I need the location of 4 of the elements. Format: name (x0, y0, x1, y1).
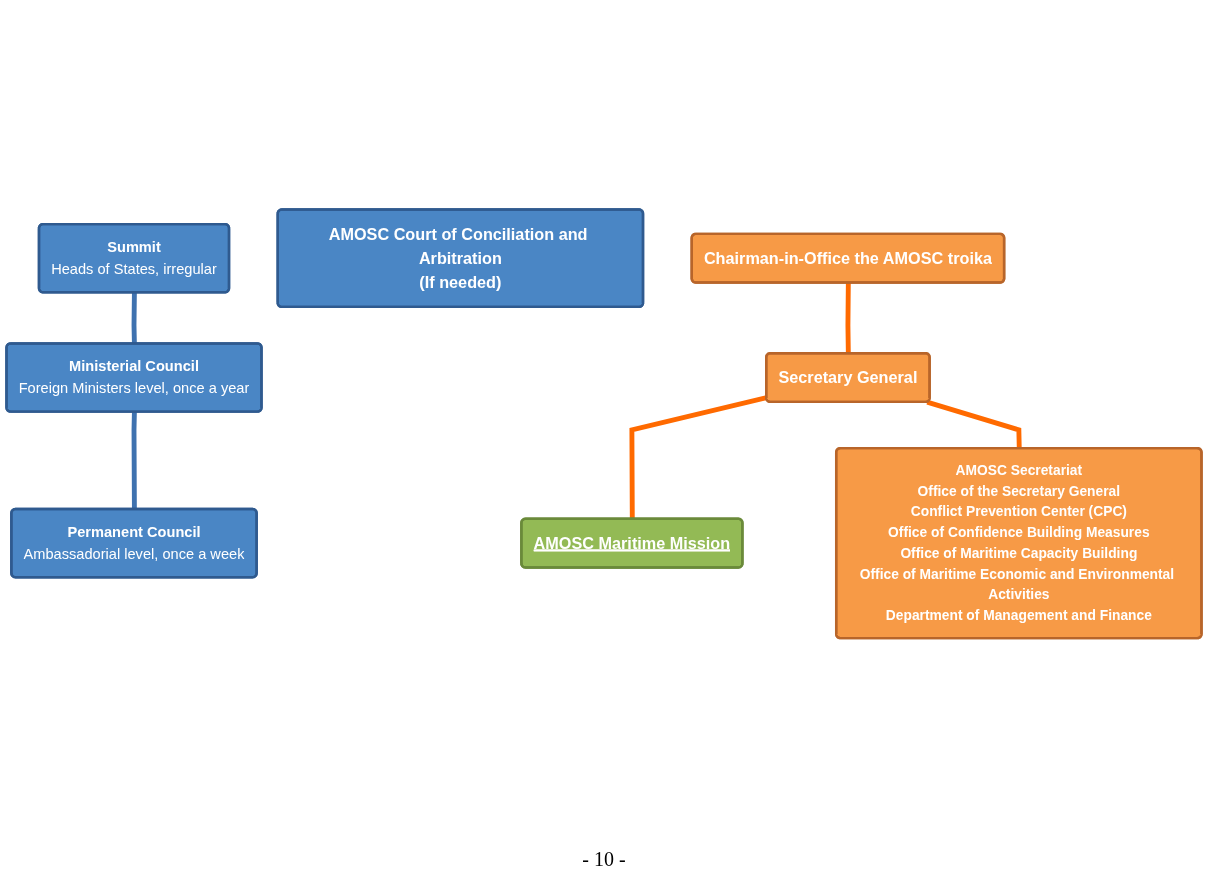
connector (926, 399, 1022, 449)
page-number: - 10 - (582, 848, 626, 870)
connector (845, 283, 851, 354)
connector (131, 412, 137, 510)
